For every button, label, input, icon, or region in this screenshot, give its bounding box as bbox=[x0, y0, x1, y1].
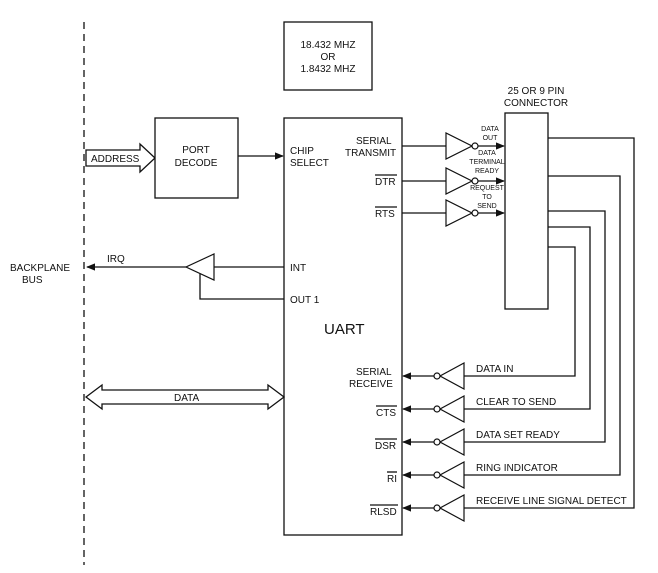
return-line-rlsd bbox=[464, 137, 635, 509]
data-out-label-2: OUT bbox=[483, 135, 499, 142]
connector-line2: CONNECTOR bbox=[504, 98, 568, 109]
return-line-cts bbox=[464, 226, 591, 410]
ri-receiver-triangle bbox=[438, 460, 465, 490]
dsr-receiver-bubble bbox=[433, 438, 441, 446]
clock-line3: 1.8432 MHZ bbox=[300, 64, 355, 75]
cts-receiver-bubble bbox=[433, 405, 441, 413]
dtr-pin-label: DTR bbox=[375, 177, 396, 188]
bus-label-line2: BUS bbox=[22, 275, 43, 286]
clock-line1: 18.432 MHZ bbox=[300, 40, 355, 51]
tx-driver-triangle bbox=[445, 132, 474, 160]
rts-driver-bubble bbox=[471, 209, 479, 217]
port-decode-line1: PORT bbox=[182, 145, 210, 156]
rts-out-label-3: SEND bbox=[477, 203, 496, 210]
dtr-driver-triangle bbox=[445, 167, 474, 195]
serial-transmit-line2: TRANSMIT bbox=[345, 148, 396, 159]
out1-line bbox=[199, 274, 284, 300]
out1-pin-label: OUT 1 bbox=[290, 295, 320, 306]
connector-line1: 25 OR 9 PIN bbox=[508, 86, 565, 97]
data-set-ready-label: DATA SET READY bbox=[476, 430, 560, 441]
dtr-out-label-1: DATA bbox=[478, 150, 496, 157]
tx-driver-bubble bbox=[471, 142, 479, 150]
ri-receiver-bubble bbox=[433, 471, 441, 479]
rlsd-receiver-bubble bbox=[433, 504, 441, 512]
cts-receiver-triangle bbox=[438, 394, 465, 424]
dtr-out-label-3: READY bbox=[475, 168, 499, 175]
uart-box bbox=[283, 117, 403, 536]
bus-label-line1: BACKPLANE bbox=[10, 263, 70, 274]
connector-box bbox=[504, 112, 549, 310]
data-bus-label: DATA bbox=[174, 393, 200, 404]
chip-select-line1: CHIP bbox=[290, 146, 314, 157]
return-line-data-in bbox=[464, 246, 576, 377]
irq-buffer-triangle bbox=[184, 253, 215, 281]
uart-title: UART bbox=[324, 321, 365, 338]
ri-pin-label: RI bbox=[387, 474, 397, 485]
rx-receiver-triangle bbox=[438, 361, 465, 391]
ring-indicator-label: RING INDICATOR bbox=[476, 463, 558, 474]
serial-transmit-line1: SERIAL bbox=[356, 136, 392, 147]
rlsd-receiver-triangle bbox=[438, 493, 465, 523]
address-label: ADDRESS bbox=[91, 154, 140, 165]
data-bus-arrow bbox=[84, 383, 286, 411]
chip-select-line2: SELECT bbox=[290, 158, 329, 169]
return-line-ri bbox=[464, 175, 621, 476]
rts-out-label-1: REQUEST bbox=[470, 185, 505, 192]
address-bus-arrow bbox=[85, 142, 156, 174]
dsr-receiver-triangle bbox=[438, 427, 465, 457]
dsr-pin-label: DSR bbox=[375, 441, 396, 452]
dtr-out-label-2: TERMINAL bbox=[469, 159, 505, 166]
irq-label: IRQ bbox=[107, 254, 125, 265]
port-decode-box bbox=[154, 117, 239, 199]
rts-out-label-2: TO bbox=[482, 194, 492, 201]
data-out-label-1: DATA bbox=[481, 126, 499, 133]
cts-pin-label: CTS bbox=[376, 408, 396, 419]
rlsd-label: RECEIVE LINE SIGNAL DETECT bbox=[476, 496, 627, 507]
data-in-label: DATA IN bbox=[476, 364, 513, 375]
serial-receive-line2: RECEIVE bbox=[349, 379, 393, 390]
port-decode-line2: DECODE bbox=[175, 158, 218, 169]
return-line-dsr bbox=[464, 210, 606, 443]
clock-box bbox=[283, 21, 373, 91]
dtr-driver-bubble bbox=[471, 177, 479, 185]
clock-line2: OR bbox=[321, 52, 336, 63]
rts-driver-triangle bbox=[445, 199, 474, 227]
rlsd-pin-label: RLSD bbox=[370, 507, 397, 518]
int-pin-label: INT bbox=[290, 263, 306, 274]
clear-to-send-label: CLEAR TO SEND bbox=[476, 397, 556, 408]
rts-pin-label: RTS bbox=[375, 209, 395, 220]
rx-receiver-bubble bbox=[433, 372, 441, 380]
serial-receive-line1: SERIAL bbox=[356, 367, 392, 378]
